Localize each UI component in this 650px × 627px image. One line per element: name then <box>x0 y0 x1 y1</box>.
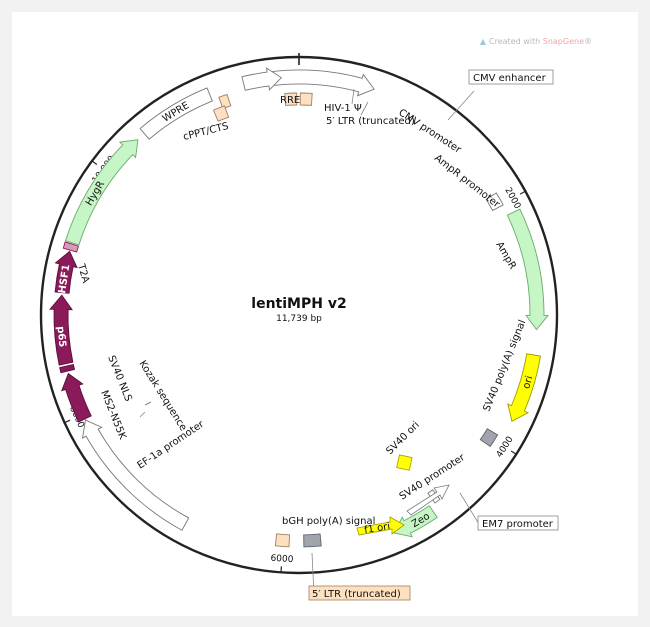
svg-text:CMV enhancer: CMV enhancer <box>473 73 547 84</box>
box-hiv-1-psi <box>212 105 230 122</box>
arrow-cmv-promoter <box>241 67 283 91</box>
tick-label-6000: 6000 <box>270 554 294 566</box>
arrow-ef-1a-promoter <box>81 419 190 531</box>
f1-ori-label: f1 ori <box>363 521 390 536</box>
watermark-prefix: Created with <box>489 37 543 46</box>
callout-em7: EM7 promoter <box>477 515 559 531</box>
arrow-hygr <box>64 139 139 246</box>
callout-5ltr-bottom: 5′ LTR (truncated) <box>308 585 411 601</box>
tick-label-4000: 4000 <box>495 435 516 460</box>
label-cmv-promoter: CMV promoter <box>396 107 463 156</box>
label-ef1a: EF-1a promoter <box>136 418 207 471</box>
box-ampr-promoter <box>485 192 504 212</box>
snapgene-logo-icon: ▲ <box>479 37 487 46</box>
feature-boxes <box>59 92 504 548</box>
snapgene-watermark: ▲Created with SnapGene® <box>480 37 592 46</box>
box-sv40-poly-a-signal <box>479 428 499 448</box>
tick-10000 <box>90 159 98 165</box>
sv40-promoter-arrow <box>406 484 450 516</box>
label-t2a: T2A <box>75 262 91 285</box>
tick-4000 <box>510 450 518 456</box>
box-bgh-poly-a-signal <box>303 533 322 548</box>
label-bgh: bGH poly(A) signal <box>282 516 375 527</box>
box-t2a <box>62 241 80 253</box>
arrow-ampr <box>506 208 549 331</box>
arrow-ori <box>507 353 542 422</box>
label-rre: RRE <box>280 95 300 106</box>
arrow-label-ori: ori <box>521 375 535 391</box>
sv40-ori-box <box>396 454 413 471</box>
svg-text:5′ LTR (truncated): 5′ LTR (truncated) <box>312 589 401 600</box>
watermark-brand: SnapGene <box>542 37 584 46</box>
plasmid-length: 11,739 bp <box>276 314 322 324</box>
callout-cmv-enhancer: CMV enhancer <box>468 69 554 85</box>
label-hiv-psi: HIV-1 Ψ <box>324 103 362 114</box>
arrow-ms2-n55k <box>60 372 92 423</box>
box-5-ltr-truncated <box>299 92 313 106</box>
label-ampr: AmpR <box>493 240 517 271</box>
label-ampr-promoter: AmpR promoter <box>432 153 502 211</box>
arrow-cmv-enhancer <box>271 69 375 97</box>
svg-text:EM7 promoter: EM7 promoter <box>482 519 554 530</box>
map-canvas: ▲Created with SnapGene® 2000400060008000… <box>12 12 638 616</box>
label-5ltr-top: 5′ LTR (truncated) <box>326 116 415 127</box>
watermark-mark: ® <box>584 37 592 46</box>
label-kozak: Kozak sequence <box>136 359 188 433</box>
plasmid-map: 200040006000800010,000 oriZeop65HSF1HygR… <box>39 53 559 601</box>
arrow-wpre <box>139 87 213 140</box>
plasmid-name: lentiMPH v2 <box>251 296 346 312</box>
kozak-mark <box>144 401 152 406</box>
box-rre <box>284 92 298 106</box>
arrow-label-hsf1: HSF1 <box>57 264 72 295</box>
label-cppt: cPPT/CTS <box>182 121 230 143</box>
arrow-p65 <box>49 294 74 366</box>
box-5-ltr-truncated-b <box>274 533 290 548</box>
label-sv40-ori: SV40 ori <box>384 420 422 458</box>
f1-ori-arrow <box>356 516 405 536</box>
tick-2000 <box>519 190 527 195</box>
arrow-hsf1 <box>54 250 78 294</box>
tick-8000 <box>63 419 71 424</box>
tick-label-2000: 2000 <box>502 186 522 211</box>
arrow-label-p65: p65 <box>55 326 68 348</box>
box-sv40-nls <box>59 364 76 374</box>
